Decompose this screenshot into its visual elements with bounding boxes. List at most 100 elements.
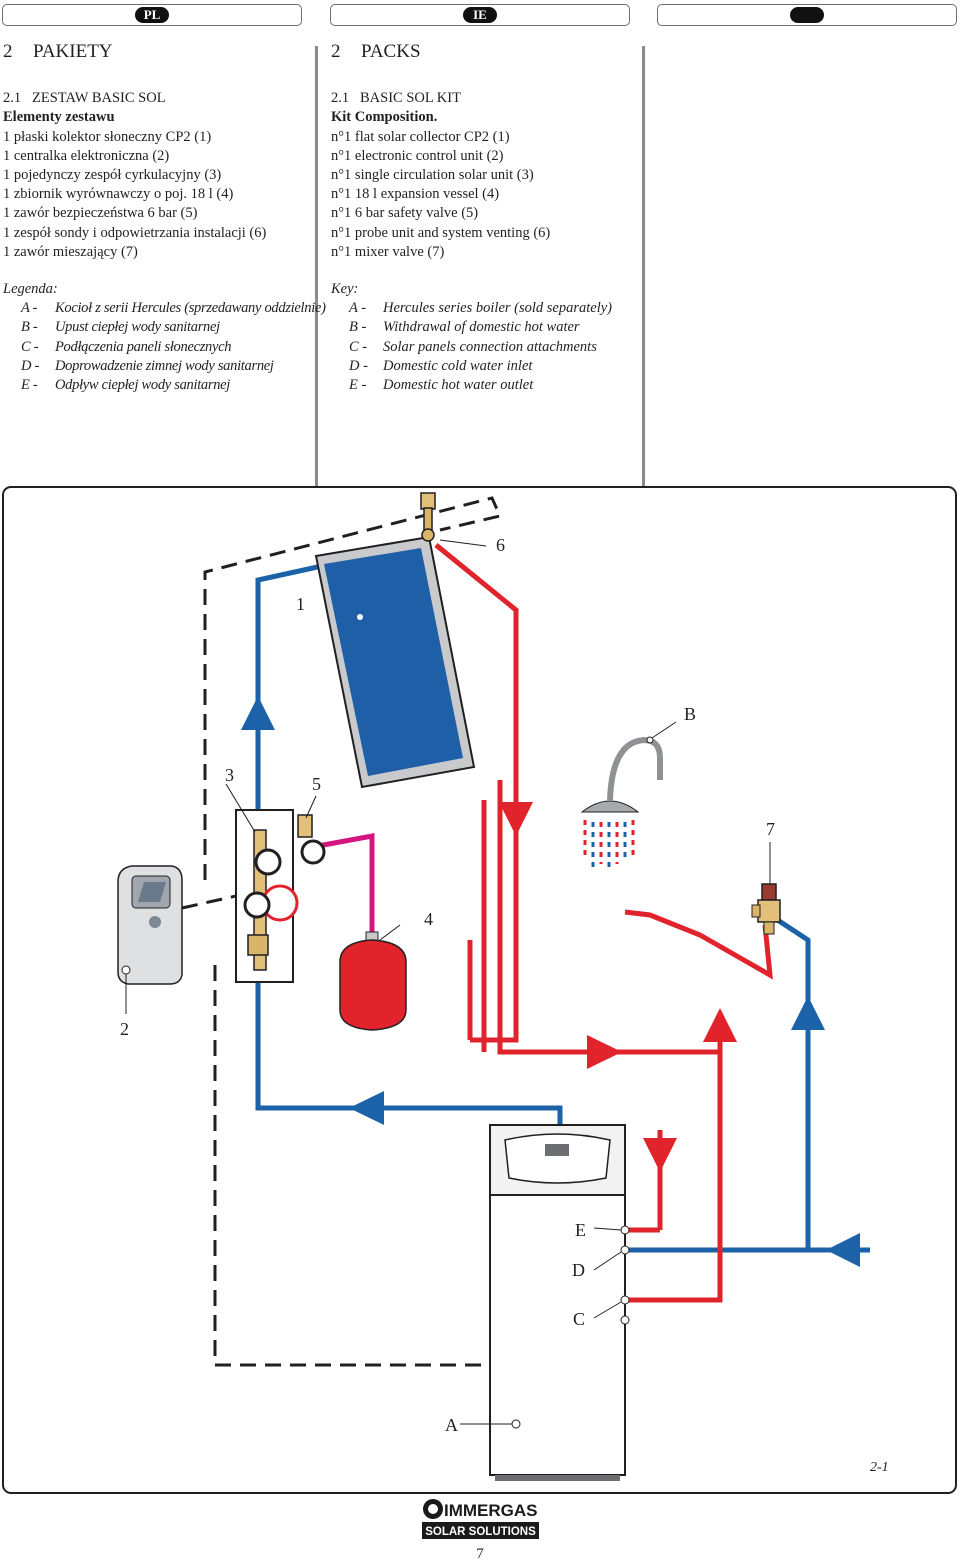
pl-legend-letter: D - (21, 357, 40, 374)
pl-item: 1 zbiornik wyrównawczy o poj. 18 l (4) (3, 186, 234, 203)
diagram-frame (2, 486, 957, 1494)
expansion-pipe (317, 832, 375, 935)
solar-collector (314, 535, 476, 789)
ie-item: n°1 probe unit and system venting (6) (331, 224, 551, 241)
label-D: D (572, 1260, 585, 1280)
arrow-up-icon (241, 696, 275, 730)
pl-section-number: 2 (3, 41, 13, 62)
probe-vent-unit (420, 492, 487, 547)
ie-legend-item: C - Solar panels connection attachments (349, 338, 636, 357)
ie-legend-letter: E - (349, 377, 367, 394)
ie-kit-heading: Kit Composition. (331, 109, 438, 126)
pl-item: 1 płaski kolektor słoneczny CP2 (1) (3, 128, 212, 145)
pl-legend-item: C - Podłączenia paneli słonecznych (21, 338, 308, 357)
control-unit (117, 865, 183, 1014)
label-7: 7 (766, 819, 775, 839)
tab-pl[interactable]: PL (2, 4, 302, 26)
pl-item: 1 zespół sondy i odpowietrzania instalac… (3, 224, 267, 241)
pl-item: 1 zawór mieszający (7) (3, 243, 138, 260)
logo-subtext: SOLAR SOLUTIONS (425, 1526, 536, 1538)
pl-legend-text: Kocioł z serii Hercules (sprzedawany odd… (55, 300, 326, 317)
tab-third-label (790, 7, 824, 23)
sensor-cable (181, 496, 503, 1367)
immergas-logo: IMMERGAS SOLAR SOLUTIONS (422, 1497, 539, 1539)
pl-legend-text: Odpływ ciepłej wody sanitarnej (55, 377, 231, 394)
pl-legend-item: A - Kocioł z serii Hercules (sprzedawany … (21, 299, 326, 318)
ie-item: n°1 6 bar safety valve (5) (331, 205, 479, 222)
pl-subsection-title: 2.1 ZESTAW BASIC SOL (3, 90, 166, 107)
tab-pl-label: PL (135, 7, 169, 23)
tab-third-language[interactable] (657, 4, 957, 26)
ie-item: n°1 mixer valve (7) (331, 243, 445, 260)
label-5: 5 (312, 774, 321, 794)
figure-number: 2-1 (870, 1460, 889, 1475)
ie-subsection-title: 2.1 BASIC SOL KIT (331, 90, 461, 107)
ie-legend-item: D - Domestic cold water inlet (349, 357, 636, 376)
tab-ie-label: IE (463, 7, 497, 23)
pl-legend-text: Podłączenia paneli słonecznych (55, 338, 232, 355)
ie-legend-text: Withdrawal of domestic hot water (383, 319, 580, 336)
pl-legend-item: B - Upust ciepłej wody sanitarnej (21, 318, 308, 337)
ie-legend-item: A - Hercules series boiler (sold separate… (349, 299, 636, 318)
ie-item: n°1 electronic control unit (2) (331, 147, 504, 164)
tab-ie[interactable]: IE (330, 4, 630, 26)
label-B: B (684, 704, 696, 724)
ie-item: n°1 single circulation solar unit (3) (331, 167, 534, 184)
ie-legend-text: Hercules series boiler (sold separately) (383, 300, 612, 317)
arrow-left-icon (349, 1091, 384, 1125)
pl-item: 1 pojedynczy zespół cyrkulacyjny (3) (3, 167, 222, 184)
ie-column: 2 PACKS 2.1 BASIC SOL KIT Kit Composition… (331, 42, 636, 395)
pl-legend-letter: C - (21, 338, 39, 355)
pl-section-title: PAKIETY (33, 41, 113, 62)
ie-legend-letter: A - (349, 300, 367, 317)
label-3: 3 (225, 765, 234, 785)
label-4: 4 (424, 909, 433, 929)
ie-legend-letter: C - (349, 338, 368, 355)
pl-legend-letter: E - (21, 377, 38, 394)
arrow-left-icon (826, 1233, 860, 1267)
pl-legend-item: D - Doprowadzenie zimnej wody sanitarnej (21, 357, 308, 376)
arrow-up-icon (791, 996, 825, 1030)
pl-legend-letter: A - (21, 300, 38, 317)
ie-section-number: 2 (331, 41, 341, 62)
pl-legend-item: E - Odpływ ciepłej wody sanitarnej (21, 376, 308, 395)
ie-item: n°1 flat solar collector CP2 (1) (331, 128, 510, 145)
ie-legend-text: Domestic hot water outlet (383, 377, 534, 394)
mixer-valve (751, 842, 781, 935)
pl-legend-title: Legenda: (3, 281, 58, 298)
expansion-vessel (339, 924, 407, 1031)
pl-legend-text: Doprowadzenie zimnej wody sanitarnej (55, 357, 274, 374)
ie-legend-letter: D - (349, 357, 368, 374)
pl-item: 1 zawór bezpieczeństwa 6 bar (5) (3, 205, 198, 222)
page-number: 7 (476, 1546, 484, 1562)
column-divider-left (315, 46, 318, 486)
label-E: E (575, 1220, 586, 1240)
column-divider-right (642, 46, 645, 486)
ie-legend-title: Key: (331, 281, 359, 298)
logo-text: IMMERGAS (444, 1501, 538, 1520)
shower-head (580, 721, 677, 868)
pl-section-heading: 2 PAKIETY (3, 42, 308, 61)
arrow-up-icon (703, 1008, 737, 1042)
arrow-down-icon (643, 1138, 677, 1172)
ie-legend-letter: B - (349, 319, 367, 336)
boiler (460, 1124, 630, 1481)
solar-kit-diagram: 1 2 3 4 5 6 7 A B C D E (2, 486, 957, 1494)
ie-item: n°1 18 l expansion vessel (4) (331, 186, 500, 203)
label-A: A (445, 1415, 458, 1435)
ie-legend-text: Solar panels connection attachments (383, 338, 597, 355)
ie-legend-item: E - Domestic hot water outlet (349, 376, 636, 395)
ie-section-heading: 2 PACKS (331, 42, 636, 61)
label-C: C (573, 1309, 585, 1329)
pl-legend-text: Upust ciepłej wody sanitarnej (55, 319, 220, 336)
label-6: 6 (496, 535, 505, 555)
flow-arrows (241, 696, 860, 1267)
arrow-right-icon (587, 1035, 622, 1069)
ie-legend-item: B - Withdrawal of domestic hot water (349, 318, 636, 337)
pl-item: 1 centralka elektroniczna (2) (3, 147, 170, 164)
pl-legend-letter: B - (21, 319, 38, 336)
ie-legend-text: Domestic cold water inlet (383, 357, 533, 374)
ie-section-title: PACKS (361, 41, 421, 62)
circulation-unit (225, 783, 326, 983)
